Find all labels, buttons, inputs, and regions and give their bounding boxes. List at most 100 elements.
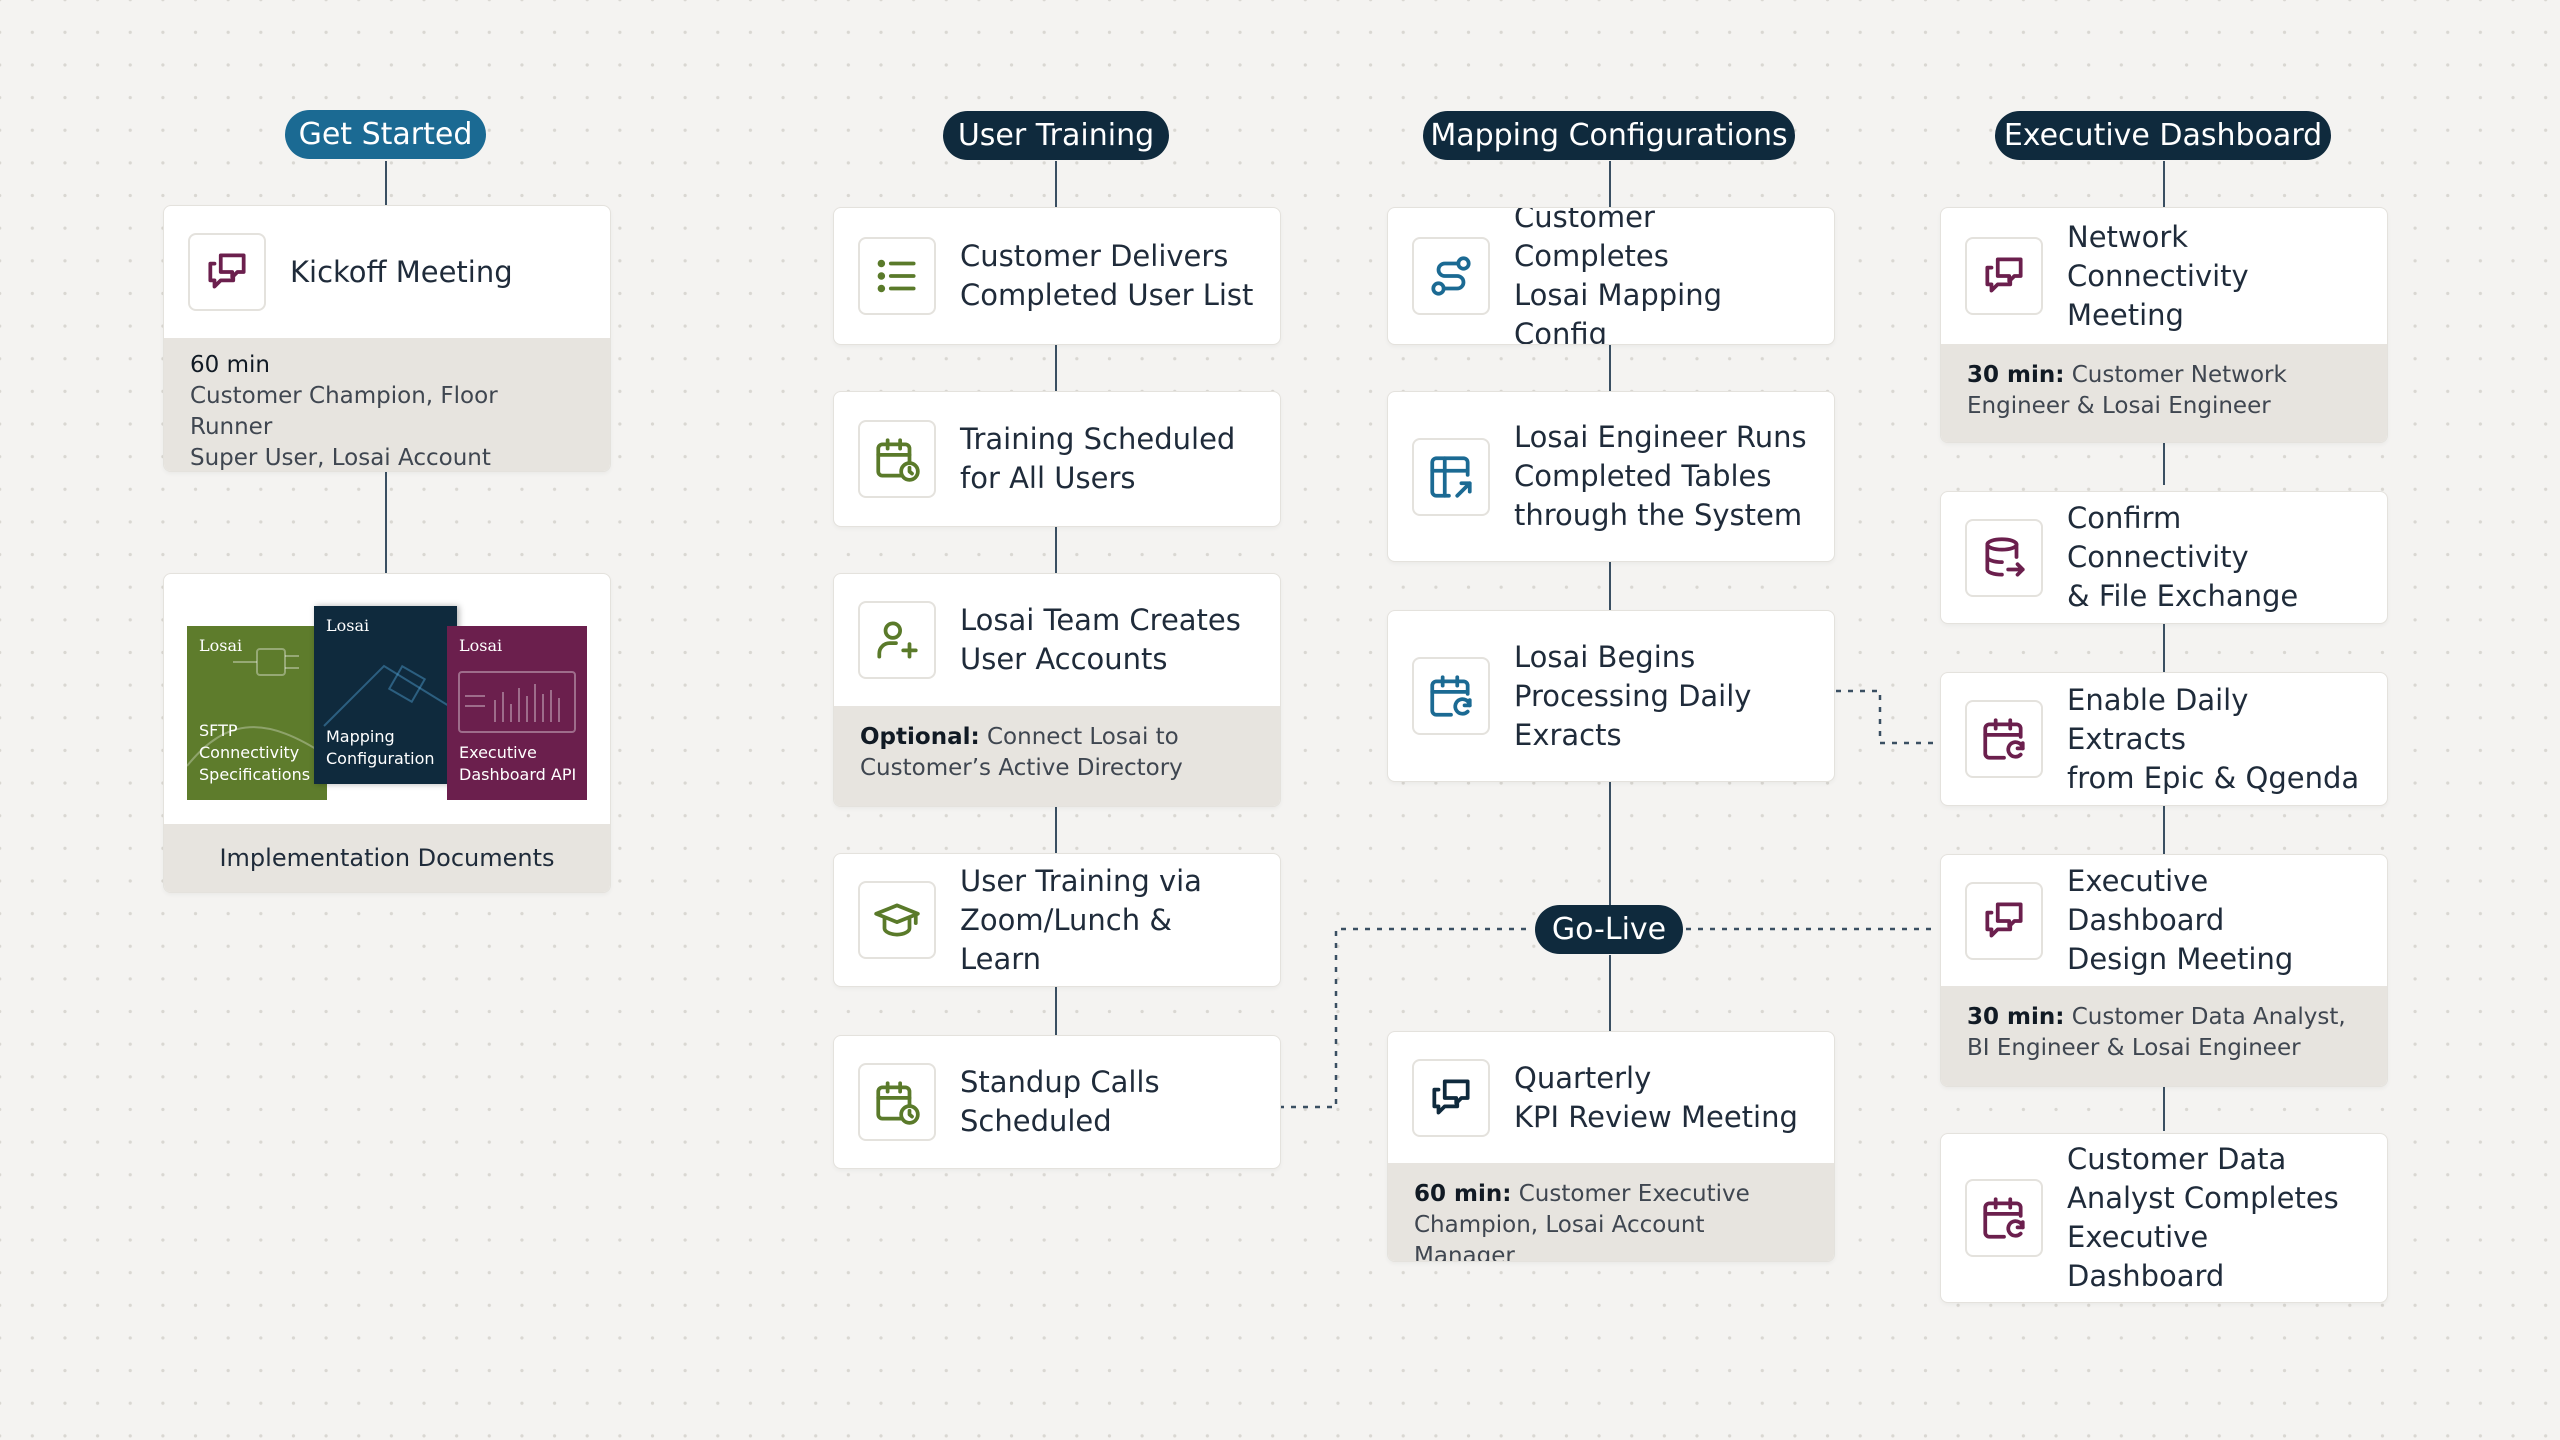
curve-decoration <box>187 726 327 767</box>
header-executive-dashboard: Executive Dashboard <box>1995 111 2331 160</box>
doc-title-line: Connectivity <box>199 743 300 762</box>
chat-bubbles-icon <box>1412 1058 1490 1137</box>
chat-bubbles-icon <box>188 233 266 311</box>
doc-brand: Losai <box>459 636 503 655</box>
connector <box>1609 560 1611 610</box>
engineer-runs-tables-card[interactable]: Losai Engineer Runs Completed Tables thr… <box>1387 391 1835 562</box>
table-arrow-icon <box>1412 437 1490 516</box>
connector <box>1055 805 1057 853</box>
doc-title-line: Specifications <box>199 765 311 784</box>
doc-title-line: Configuration <box>326 749 435 768</box>
header-user-training: User Training <box>943 111 1169 160</box>
note-text: Engineer & Losai Engineer <box>1967 393 2271 419</box>
card-title-line: Losai Mapping Config <box>1514 278 1722 345</box>
calendar-refresh-icon <box>1965 1179 2043 1257</box>
connector <box>2163 161 2165 207</box>
card-title-line: Customer Completes <box>1514 207 1669 273</box>
card-title-line: Standup Calls <box>960 1065 1160 1099</box>
go-live-badge: Go-Live <box>1535 905 1683 954</box>
card-title-line: Customer Data <box>2067 1142 2287 1176</box>
training-scheduled-card[interactable]: Training Scheduled for All Users <box>833 391 1281 527</box>
customer-delivers-user-list-card[interactable]: Customer Delivers Completed User List <box>833 207 1281 345</box>
card-title-line: Losai Begins <box>1514 639 1696 674</box>
connector <box>2163 1085 2165 1131</box>
connector <box>385 470 387 573</box>
card-title-line: Completed User List <box>960 278 1254 312</box>
note-text: Champion, Losai Account Manager <box>1414 1212 1705 1262</box>
doc-title-line: SFTP <box>199 721 238 740</box>
losai-begins-processing-card[interactable]: Losai Begins Processing Daily Exracts <box>1387 610 1835 782</box>
kickoff-meeting-card[interactable]: Kickoff Meeting 60 min Customer Champion… <box>163 205 611 472</box>
confirm-connectivity-card[interactable]: Confirm Connectivity & File Exchange <box>1940 491 2388 624</box>
executive-dashboard-design-card[interactable]: Executive Dashboard Design Meeting 30 mi… <box>1940 854 2388 1087</box>
note-text: Customer Executive <box>1511 1181 1750 1207</box>
network-decoration <box>323 664 450 727</box>
card-title-line: Processing Daily <box>1514 678 1752 713</box>
calendar-clock-icon <box>858 1063 936 1141</box>
card-title-line: KPI Review Meeting <box>1514 1099 1798 1134</box>
connector <box>1609 780 1611 906</box>
card-title: Kickoff Meeting <box>290 254 513 289</box>
calendar-refresh-icon <box>1965 700 2043 778</box>
doc-title-line: Mapping <box>326 727 395 746</box>
card-title-line: User Accounts <box>960 642 1168 676</box>
connector <box>2163 622 2165 672</box>
doc-brand: Losai <box>326 616 370 635</box>
plug-icon <box>233 648 299 676</box>
dotted-link-standup-to-golive <box>1279 927 1532 1109</box>
note-text: BI Engineer & Losai Engineer <box>1967 1035 2301 1061</box>
card-title-line: Confirm Connectivity <box>2067 501 2249 574</box>
card-title-line: Zoom/Lunch & Learn <box>960 902 1172 976</box>
card-title-line: Quarterly <box>1514 1060 1652 1095</box>
card-title-line: Executive Dashboard <box>2067 1220 2225 1293</box>
connector <box>1055 985 1057 1035</box>
standup-calls-card[interactable]: Standup Calls Scheduled <box>833 1035 1281 1169</box>
implementation-documents-card[interactable]: Losai SFTP Connectivity Specifications L… <box>163 573 611 893</box>
chat-bubbles-icon <box>1965 237 2043 315</box>
calendar-clock-icon <box>858 420 936 498</box>
note-text: Customer Network <box>2064 362 2287 388</box>
card-title-line: for All Users <box>960 461 1136 495</box>
connector <box>2163 441 2165 485</box>
card-title-line: Training Scheduled <box>960 422 1236 456</box>
note-label: Optional: <box>860 724 980 750</box>
note-label: 60 min: <box>1414 1181 1512 1207</box>
card-title-line: Exracts <box>1514 717 1622 752</box>
card-title-line: through the System <box>1514 498 1803 532</box>
graduation-cap-icon <box>858 881 936 959</box>
quarterly-kpi-review-card[interactable]: Quarterly KPI Review Meeting 60 min: Cus… <box>1387 1031 1835 1262</box>
losai-creates-user-accounts-card[interactable]: Losai Team Creates User Accounts Optiona… <box>833 573 1281 807</box>
connector <box>1609 343 1611 393</box>
card-title-line: Scheduled <box>960 1104 1112 1138</box>
card-title-line: User Training via <box>960 863 1202 898</box>
database-arrow-icon <box>1965 518 2043 597</box>
connector <box>2163 804 2165 854</box>
doc-mapping-configuration[interactable]: Losai Mapping Configuration <box>314 606 457 784</box>
connector <box>1055 343 1057 391</box>
attendees-line: Super User, Losai Account Manager <box>190 445 491 471</box>
customer-data-analyst-completes-card[interactable]: Customer Data Analyst Completes Executiv… <box>1940 1133 2388 1303</box>
card-title-line: & File Exchange <box>2067 579 2299 613</box>
user-plus-icon <box>858 601 936 679</box>
note-label: 30 min: <box>1967 362 2065 388</box>
bar-chart-decoration <box>458 671 576 733</box>
card-title-line: Executive Dashboard <box>2067 864 2225 937</box>
note-text: Customer’s Active Directory <box>860 755 1183 781</box>
attendees-line: Customer Champion, Floor Runner <box>190 383 498 440</box>
card-title-line: Enable Daily Extracts <box>2067 682 2249 756</box>
user-training-zoom-card[interactable]: User Training via Zoom/Lunch & Learn <box>833 853 1281 987</box>
network-connectivity-meeting-card[interactable]: Network Connectivity Meeting 30 min: Cus… <box>1940 207 2388 443</box>
card-title-line: from Epic & Qgenda <box>2067 760 2360 795</box>
doc-title-line: Dashboard API <box>459 765 577 784</box>
note-text: Connect Losai to <box>979 724 1179 750</box>
doc-executive-dashboard-api[interactable]: Losai Executive Dashboard API <box>447 626 587 800</box>
customer-completes-mapping-card[interactable]: Customer Completes Losai Mapping Config <box>1387 207 1835 345</box>
chat-bubbles-icon <box>1965 881 2043 960</box>
enable-daily-extracts-card[interactable]: Enable Daily Extracts from Epic & Qgenda <box>1940 672 2388 806</box>
calendar-refresh-icon <box>1412 657 1490 735</box>
card-title-line: Design Meeting <box>2067 942 2294 976</box>
connector <box>1055 161 1057 207</box>
card-title-line: Completed Tables <box>1514 459 1772 493</box>
doc-sftp-connectivity[interactable]: Losai SFTP Connectivity Specifications <box>187 626 327 800</box>
list-icon <box>858 237 936 315</box>
